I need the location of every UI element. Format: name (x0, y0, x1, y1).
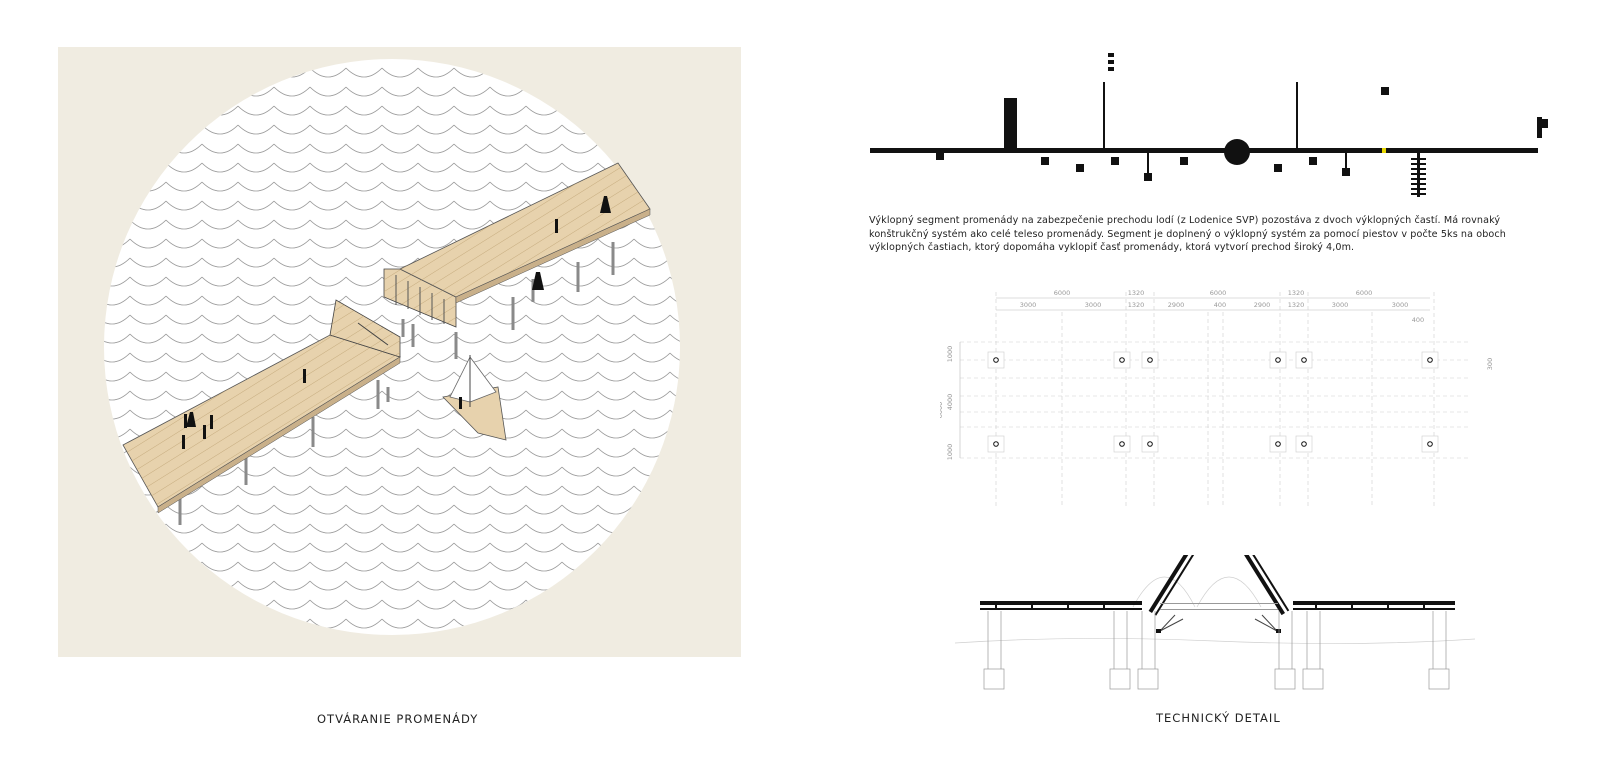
plan-drawing: 6000 1320 6000 1320 6000 3000 3000 1320 … (940, 289, 1494, 507)
dim-side-total: 6000 (940, 402, 944, 419)
accent-marker (1382, 148, 1386, 153)
isometric-illustration-panel (58, 47, 741, 657)
dim-second-2: 3000 (1085, 301, 1102, 309)
people-silhouettes (182, 196, 611, 449)
sailboat (442, 355, 507, 441)
dim-second-4: 2900 (1168, 301, 1185, 309)
description-text: Výklopný segment promenády na zabezpečen… (869, 215, 1506, 253)
dim-top-2: 1320 (1128, 289, 1145, 297)
dim-second-8: 3000 (1332, 301, 1349, 309)
dim-second-9: 3000 (1392, 301, 1409, 309)
dim-top-5: 6000 (1356, 289, 1373, 297)
circle-node (1224, 139, 1250, 165)
dim-top-4: 1320 (1288, 289, 1305, 297)
dim-top-3: 6000 (1210, 289, 1227, 297)
dim-second-1: 3000 (1020, 301, 1037, 309)
dim-side-2: 4000 (946, 394, 954, 411)
lower-tilting-segment (329, 299, 401, 358)
dim-side-1: 1000 (946, 346, 954, 363)
promenade-isometric-drawing (104, 59, 680, 635)
promenade-axis-line (870, 148, 1538, 153)
pile-markers (987, 351, 1439, 453)
dim-right-small-2: 300 (1486, 358, 1494, 370)
technical-detail-caption: TECHNICKÝ DETAIL (1156, 711, 1281, 725)
upper-tilting-segment (383, 268, 457, 328)
deck-piles (178, 242, 615, 525)
dim-second-7: 1320 (1288, 301, 1305, 309)
dim-side-3: 1000 (946, 444, 954, 461)
dim-second-5: 400 (1214, 301, 1226, 309)
section-drawing (955, 555, 1475, 690)
promenade-schematic-strip (870, 53, 1548, 197)
dim-right-small-1: 400 (1412, 316, 1424, 324)
dim-second-3: 1320 (1128, 301, 1145, 309)
illustration-caption: OTVÁRANIE PROMENÁDY (317, 712, 479, 726)
tower-block (1004, 98, 1017, 150)
dim-top-1: 6000 (1054, 289, 1071, 297)
lower-deck (122, 334, 401, 514)
upper-deck (399, 162, 651, 304)
dim-second-6: 2900 (1254, 301, 1271, 309)
